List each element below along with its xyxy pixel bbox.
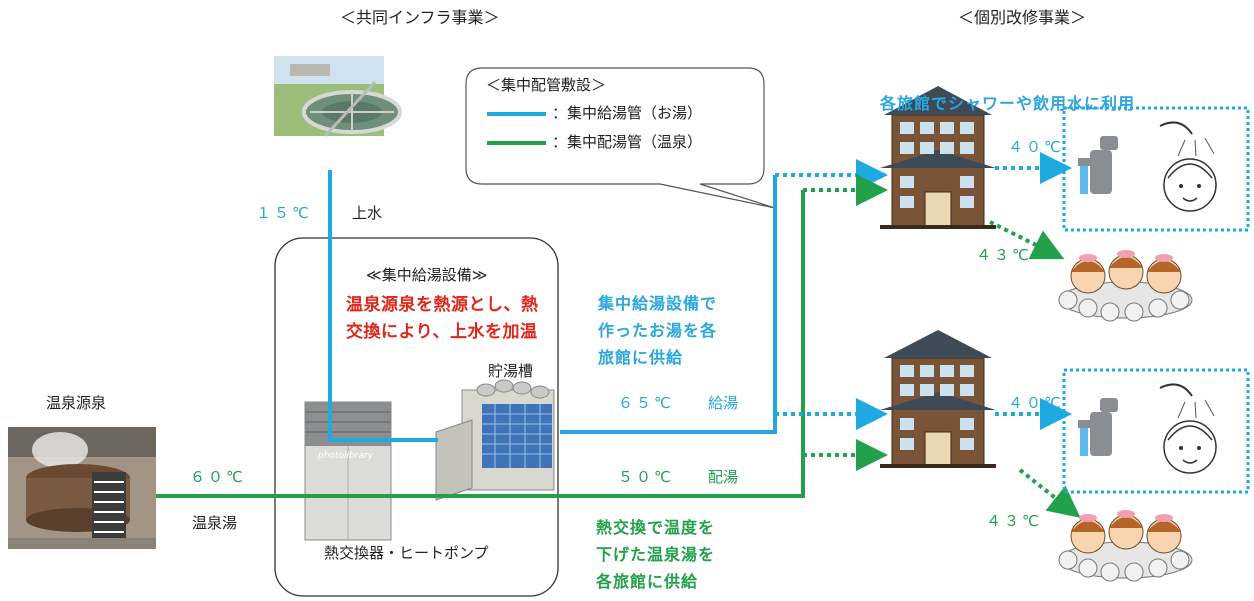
section-title-individual: ＜個別改修事業＞ [958, 8, 1087, 27]
usage-frame-1 [1062, 106, 1250, 232]
water-temp: １５℃ [256, 204, 312, 222]
bath-temp-2: ４３℃ [986, 512, 1042, 530]
storage-tank-unit [435, 379, 555, 501]
source-temp: ６０℃ [190, 468, 246, 486]
hot-supply-caption-line: 作ったお湯を各 [598, 321, 718, 340]
legend-spring-label: ：集中配湯管（温泉） [552, 133, 703, 151]
hot-supply-temp: ６５℃ [618, 394, 674, 412]
shower-temp-1: ４０℃ [1008, 138, 1064, 156]
section-title-shared-infra: ＜共同インフラ事業＞ [340, 8, 500, 27]
usage-caption: 各旅館でシャワーや飲用水に利用 [880, 94, 1136, 113]
spring-supply-caption-line: 熱交換で温度を [596, 518, 716, 537]
hot-supply-label: 給湯 [708, 394, 739, 412]
bathing-people-icon [1058, 510, 1193, 582]
facility-title: ≪集中給湯設備≫ [366, 266, 488, 284]
bathing-people-icon [1058, 250, 1193, 322]
storage-tank-label: 貯湯槽 [488, 362, 534, 380]
hot-supply-caption: 集中給湯設備で 作ったお湯を各 旅館に供給 [598, 290, 717, 371]
hot-supply-caption-line: 旅館に供給 [598, 348, 684, 367]
spring-supply-temp: ５０℃ [618, 468, 674, 486]
shower-person-icon [1159, 383, 1217, 474]
spring-supply-label: 配湯 [708, 468, 739, 486]
equipment-label: 熱交換器・ヒートポンプ [324, 544, 489, 562]
facility-box [274, 237, 559, 597]
water-plant-photo [274, 56, 402, 138]
branch-arrows [775, 152, 1081, 518]
heat-pump-unit [304, 401, 392, 541]
spring-water-pipe [156, 190, 805, 498]
facility-description-line: 交換により、上水を加温 [346, 322, 538, 342]
hot-supply-caption-line: 集中給湯設備で [598, 294, 718, 313]
hot-water-pipe [328, 170, 777, 442]
spring-supply-caption-line: 各旅館に供給 [596, 572, 699, 591]
shower-person-icon [1159, 121, 1217, 212]
water-label: 上水 [352, 204, 383, 222]
photo-watermark: photolibrary [318, 451, 373, 461]
facility-description: 温泉源泉を熱源とし、熱 交換により、上水を加温 [346, 292, 539, 346]
shower-temp-2: ４０℃ [1008, 394, 1064, 412]
inn-building-1 [880, 86, 996, 229]
bath-temp-1: ４３℃ [976, 246, 1032, 264]
faucet-icon [1078, 136, 1118, 194]
source-title: 温泉源泉 [46, 394, 107, 412]
facility-description-line: 温泉源泉を熱源とし、熱 [346, 295, 539, 315]
usage-frame-2 [1062, 368, 1250, 494]
legend-title: ＜集中配管敷設＞ [486, 76, 607, 94]
spring-supply-caption-line: 下げた温泉湯を [596, 545, 716, 564]
spring-supply-caption: 熱交換で温度を 下げた温泉湯を 各旅館に供給 [596, 514, 715, 595]
hot-spring-source-photo [8, 427, 156, 549]
faucet-icon [1078, 398, 1118, 456]
legend-hot-water-label: ：集中給湯管（お湯） [552, 104, 703, 122]
inn-building-2 [880, 330, 996, 468]
source-label: 温泉湯 [192, 514, 238, 532]
